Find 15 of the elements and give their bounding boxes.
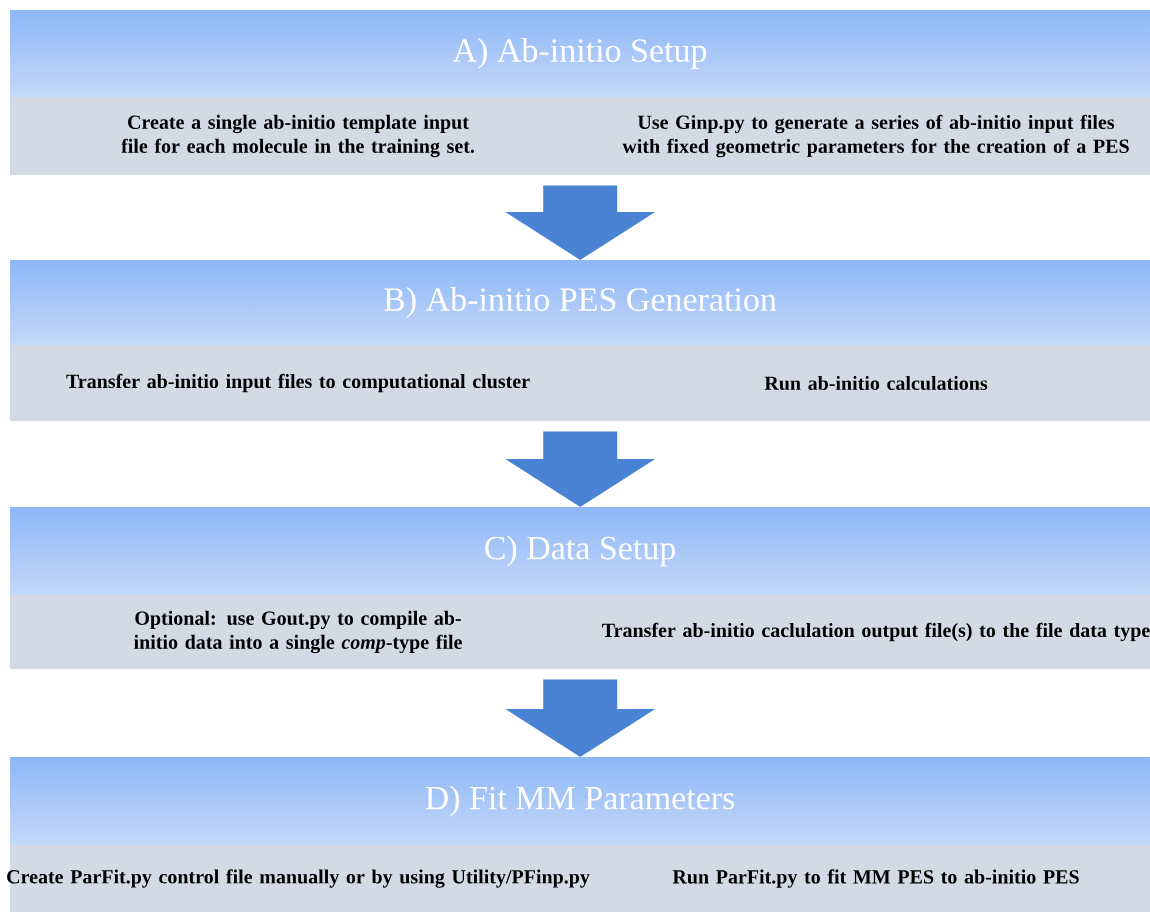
step-text: Optional: use Gout.py to compile ab-initio data into a single comp-type file: [134, 610, 462, 654]
step-text: Create ParFit.py control file manually or by using Utility/PFinp.py: [7, 869, 590, 888]
step-text: Run ab-initio calculations: [764, 375, 988, 391]
step-text: Create a single ab-initio template input file for each molecule in the training set.: [121, 114, 475, 158]
block-arrow: [505, 431, 656, 507]
node-label: B) Ab-initio PES Generation: [384, 287, 777, 318]
node-label: D) Fit MM Parameters: [425, 785, 735, 817]
block-arrow: [505, 679, 656, 757]
block-arrow: [505, 185, 656, 260]
step-text: Transfer ab-initio caclulation output file(s) to the file data type: [602, 622, 1150, 642]
step-text: Use Ginp.py to generate a series of ab-initio input files with fixed geometric parameters for the creation of a PES: [622, 114, 1129, 158]
node-label: A) Ab-initio Setup: [452, 38, 707, 69]
node-label: C) Data Setup: [485, 535, 676, 567]
step-text: Transfer ab-initio input files to computational cluster: [66, 373, 530, 393]
step-text: Run ParFit.py to fit MM PES to ab-initio PES: [672, 869, 1079, 888]
